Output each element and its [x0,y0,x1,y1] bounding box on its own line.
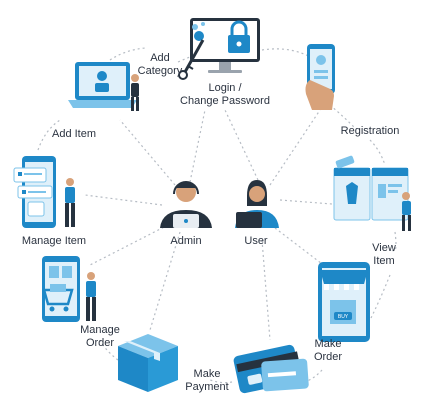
login-label: Login / Change Password [180,82,270,107]
make-payment-label: Make Payment [185,368,229,393]
admin-label: Admin [170,235,202,247]
package-box-icon [118,334,178,392]
phone-cart-icon [42,256,96,322]
credit-card-icon [233,344,309,394]
view-item-label: View Item [372,242,396,267]
laptop-person-icon [68,62,139,111]
user-label: User [244,235,268,247]
manage-item-label: Manage Item [21,235,87,247]
svg-text:BUY: BUY [338,314,349,320]
monitor-lock-key-icon [178,18,260,80]
phone-hand-icon [305,44,335,110]
storefront-phone-icon: BUY [318,262,370,342]
phone-checklist-icon [13,156,75,228]
registration-label: Registration [340,125,400,137]
user-laptop-icon [235,180,279,228]
admin-headset-icon [160,181,212,228]
spoke-connectors [84,109,346,341]
shop-screens-icon [333,155,411,231]
add-category-label: Add Category [137,52,183,77]
make-order-label: Make Order [313,338,343,363]
manage-order-label: Manage Order [80,324,120,349]
add-item-label: Add Item [51,128,97,140]
